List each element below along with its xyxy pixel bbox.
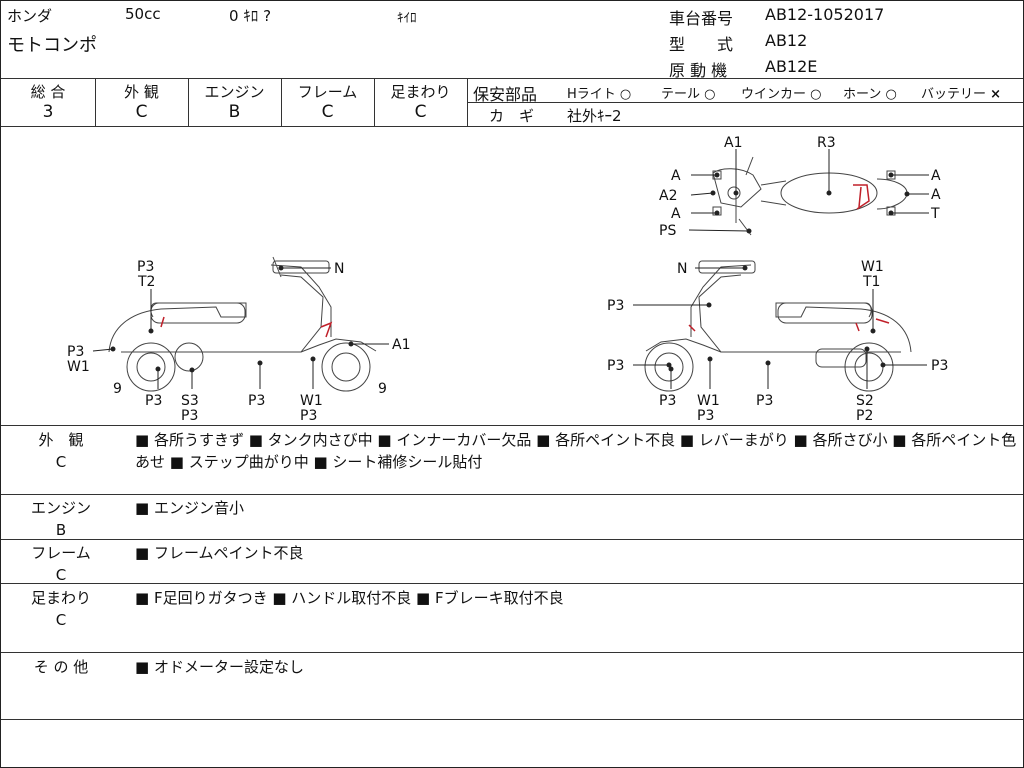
left-side-scooter [108, 256, 377, 392]
note-other-label: そ の 他 [33, 658, 89, 676]
note-other-text: ■ オドメーター設定なし [135, 658, 304, 676]
frame-no: AB12-1052017 [765, 5, 885, 24]
safety-horn: ホーン ○ [843, 87, 897, 102]
diag-left-p3-wheel: P3 [145, 393, 162, 409]
score-exterior-value: C [135, 102, 148, 122]
diag-top-a-left1: A [671, 168, 681, 184]
diag-left-9-rear: 9 [378, 381, 387, 397]
score-total-label: 総 合 [30, 83, 66, 101]
safety-battery: バッテリー × [921, 87, 1002, 102]
diag-right-p3-wheel: P3 [659, 393, 676, 409]
safety-headlight: Hライト ○ [567, 87, 632, 102]
score-suspension-label: 足まわり [390, 83, 451, 101]
diag-left-9-front: 9 [113, 381, 122, 397]
diag-top-a1: A1 [724, 135, 742, 151]
damage-marks [160, 184, 890, 338]
diag-right-w1-bottom: W1 [697, 393, 720, 409]
right-side-scooter [644, 260, 912, 392]
diag-left-p3-s3: P3 [181, 408, 198, 424]
score-frame-value: C [321, 102, 334, 122]
mileage: 0 ｷﾛ ? [229, 7, 272, 25]
safety-taillight: テール ○ [661, 87, 716, 102]
diag-right-p3-front: P3 [607, 358, 624, 374]
diag-left-p3-w1: P3 [300, 408, 317, 424]
damage-diagram: A1 R3 A A A2 A A T PS P3 T2 N P3 W1 A1 9… [1, 127, 1023, 425]
diag-right-p3-w1: P3 [697, 408, 714, 424]
diag-top-a-left2: A [671, 206, 681, 222]
key-value: 社外ｷｰ2 [567, 107, 622, 125]
diag-left-p3-side: P3 [67, 344, 84, 360]
maker: ホンダ [7, 7, 53, 25]
diag-left-p3-body: P3 [248, 393, 265, 409]
score-total-value: 3 [42, 102, 54, 122]
leader-lines [92, 149, 929, 389]
score-engine-value: B [228, 102, 241, 122]
engine-value: AB12E [765, 57, 818, 76]
diag-top-a-right1: A [931, 168, 941, 184]
type-value: AB12 [765, 31, 808, 50]
diag-right-w1: W1 [861, 259, 884, 275]
diag-top-t: T [930, 206, 940, 222]
diag-left-p3-top: P3 [137, 259, 154, 275]
safety-title: 保安部品 [473, 85, 538, 104]
note-exterior-text: ■ 各所うすきず ■ タンク内さび中 ■ インナーカバー欠品 ■ 各所ペイント不… [135, 431, 1017, 471]
diag-right-p3-top: P3 [607, 298, 624, 314]
displacement: 50cc [125, 5, 161, 23]
frame-no-label: 車台番号 [669, 9, 734, 28]
diag-top-ps: PS [659, 223, 676, 239]
note-suspension-text: ■ F足回りガタつき ■ ハンドル取付不良 ■ Fブレーキ取付不良 [135, 589, 564, 607]
scooter-diagram-svg: A1 R3 A A A2 A A T PS P3 T2 N P3 W1 A1 9… [67, 135, 948, 424]
diag-top-a-right2: A [931, 187, 941, 203]
note-engine-text: ■ エンジン音小 [135, 499, 244, 517]
diag-right-t1: T1 [862, 274, 880, 290]
diag-left-a1: A1 [392, 337, 410, 353]
note-frame-text: ■ フレームペイント不良 [135, 544, 304, 562]
type-label: 型 式 [669, 35, 734, 54]
color: ｷｲﾛ [397, 11, 417, 26]
score-engine-label: エンジン [204, 83, 265, 101]
diag-left-s3: S3 [181, 393, 199, 409]
diag-top-a2: A2 [659, 188, 677, 204]
score-frame-label: フレーム [297, 83, 358, 101]
engine-label: 原 動 機 [669, 61, 728, 80]
diag-right-s2: S2 [856, 393, 874, 409]
diag-left-w1-side: W1 [67, 359, 90, 375]
divider [1, 78, 1023, 79]
score-exterior-label: 外 観 [124, 83, 159, 101]
diag-right-p3-rear: P3 [931, 358, 948, 374]
diag-right-p2: P2 [856, 408, 873, 424]
diag-left-t2: T2 [137, 274, 155, 290]
diag-top-r3: R3 [817, 135, 836, 151]
key-label: カ ギ [489, 107, 535, 125]
safety-winker: ウインカー ○ [741, 87, 822, 102]
diag-right-n: N [677, 261, 687, 277]
diag-right-p3-body: P3 [756, 393, 773, 409]
score-suspension-value: C [414, 102, 427, 122]
model-name: モトコンポ [7, 35, 97, 56]
diag-left-n: N [334, 261, 344, 277]
top-view-scooter [712, 156, 908, 236]
diag-left-w1: W1 [300, 393, 323, 409]
